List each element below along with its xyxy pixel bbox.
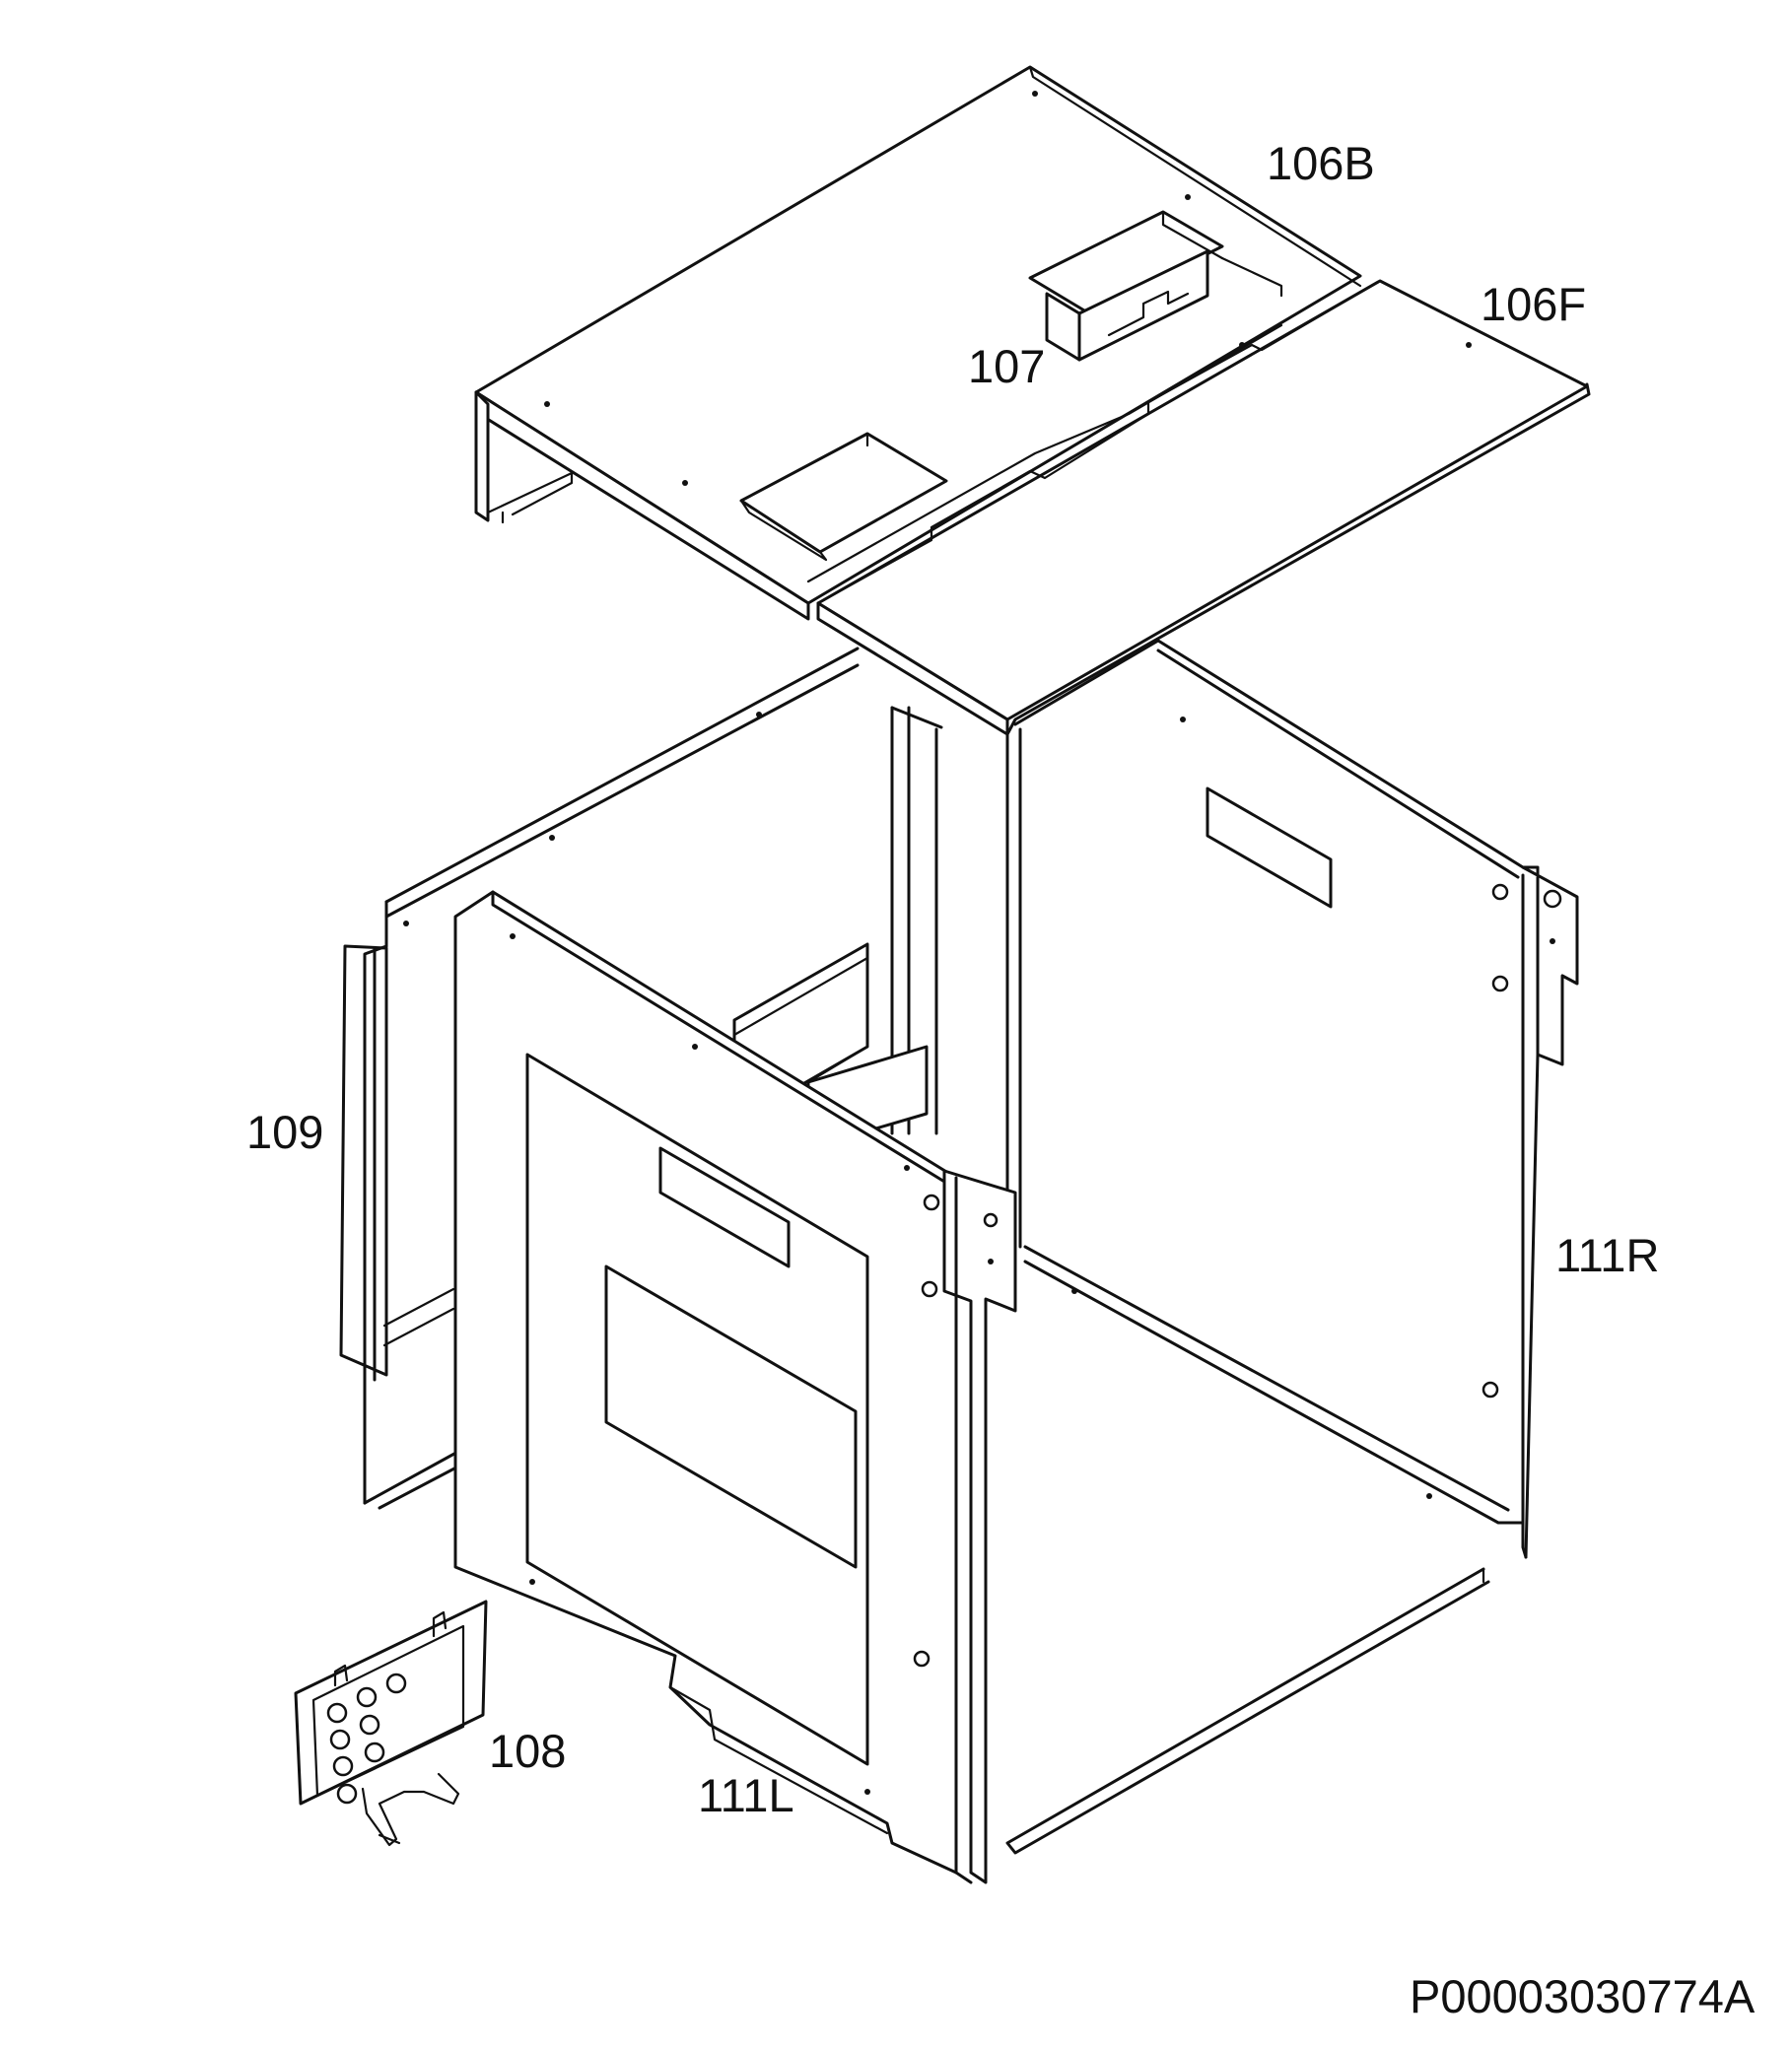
part-107-bracket-box [1028, 210, 1283, 362]
part-111l-left-side-panel [453, 890, 1017, 1884]
callout-107: 107 [968, 340, 1045, 392]
callout-111r: 111R [1555, 1229, 1659, 1281]
callout-109: 109 [246, 1106, 323, 1158]
callout-106b: 106B [1267, 137, 1375, 189]
callout-108: 108 [489, 1725, 566, 1777]
callout-111l: 111L [698, 1769, 794, 1821]
drawing-code: P00003030774A [1410, 1970, 1756, 2022]
part-108-perforated-bracket [294, 1600, 488, 1847]
callout-106f: 106F [1481, 278, 1586, 330]
part-106f-front-top-cover [816, 279, 1591, 736]
part-111r-right-side-panel [1005, 639, 1579, 1855]
part-109-rear-left-panel [339, 647, 860, 1510]
part-106b-rear-top-cover [474, 65, 1362, 621]
